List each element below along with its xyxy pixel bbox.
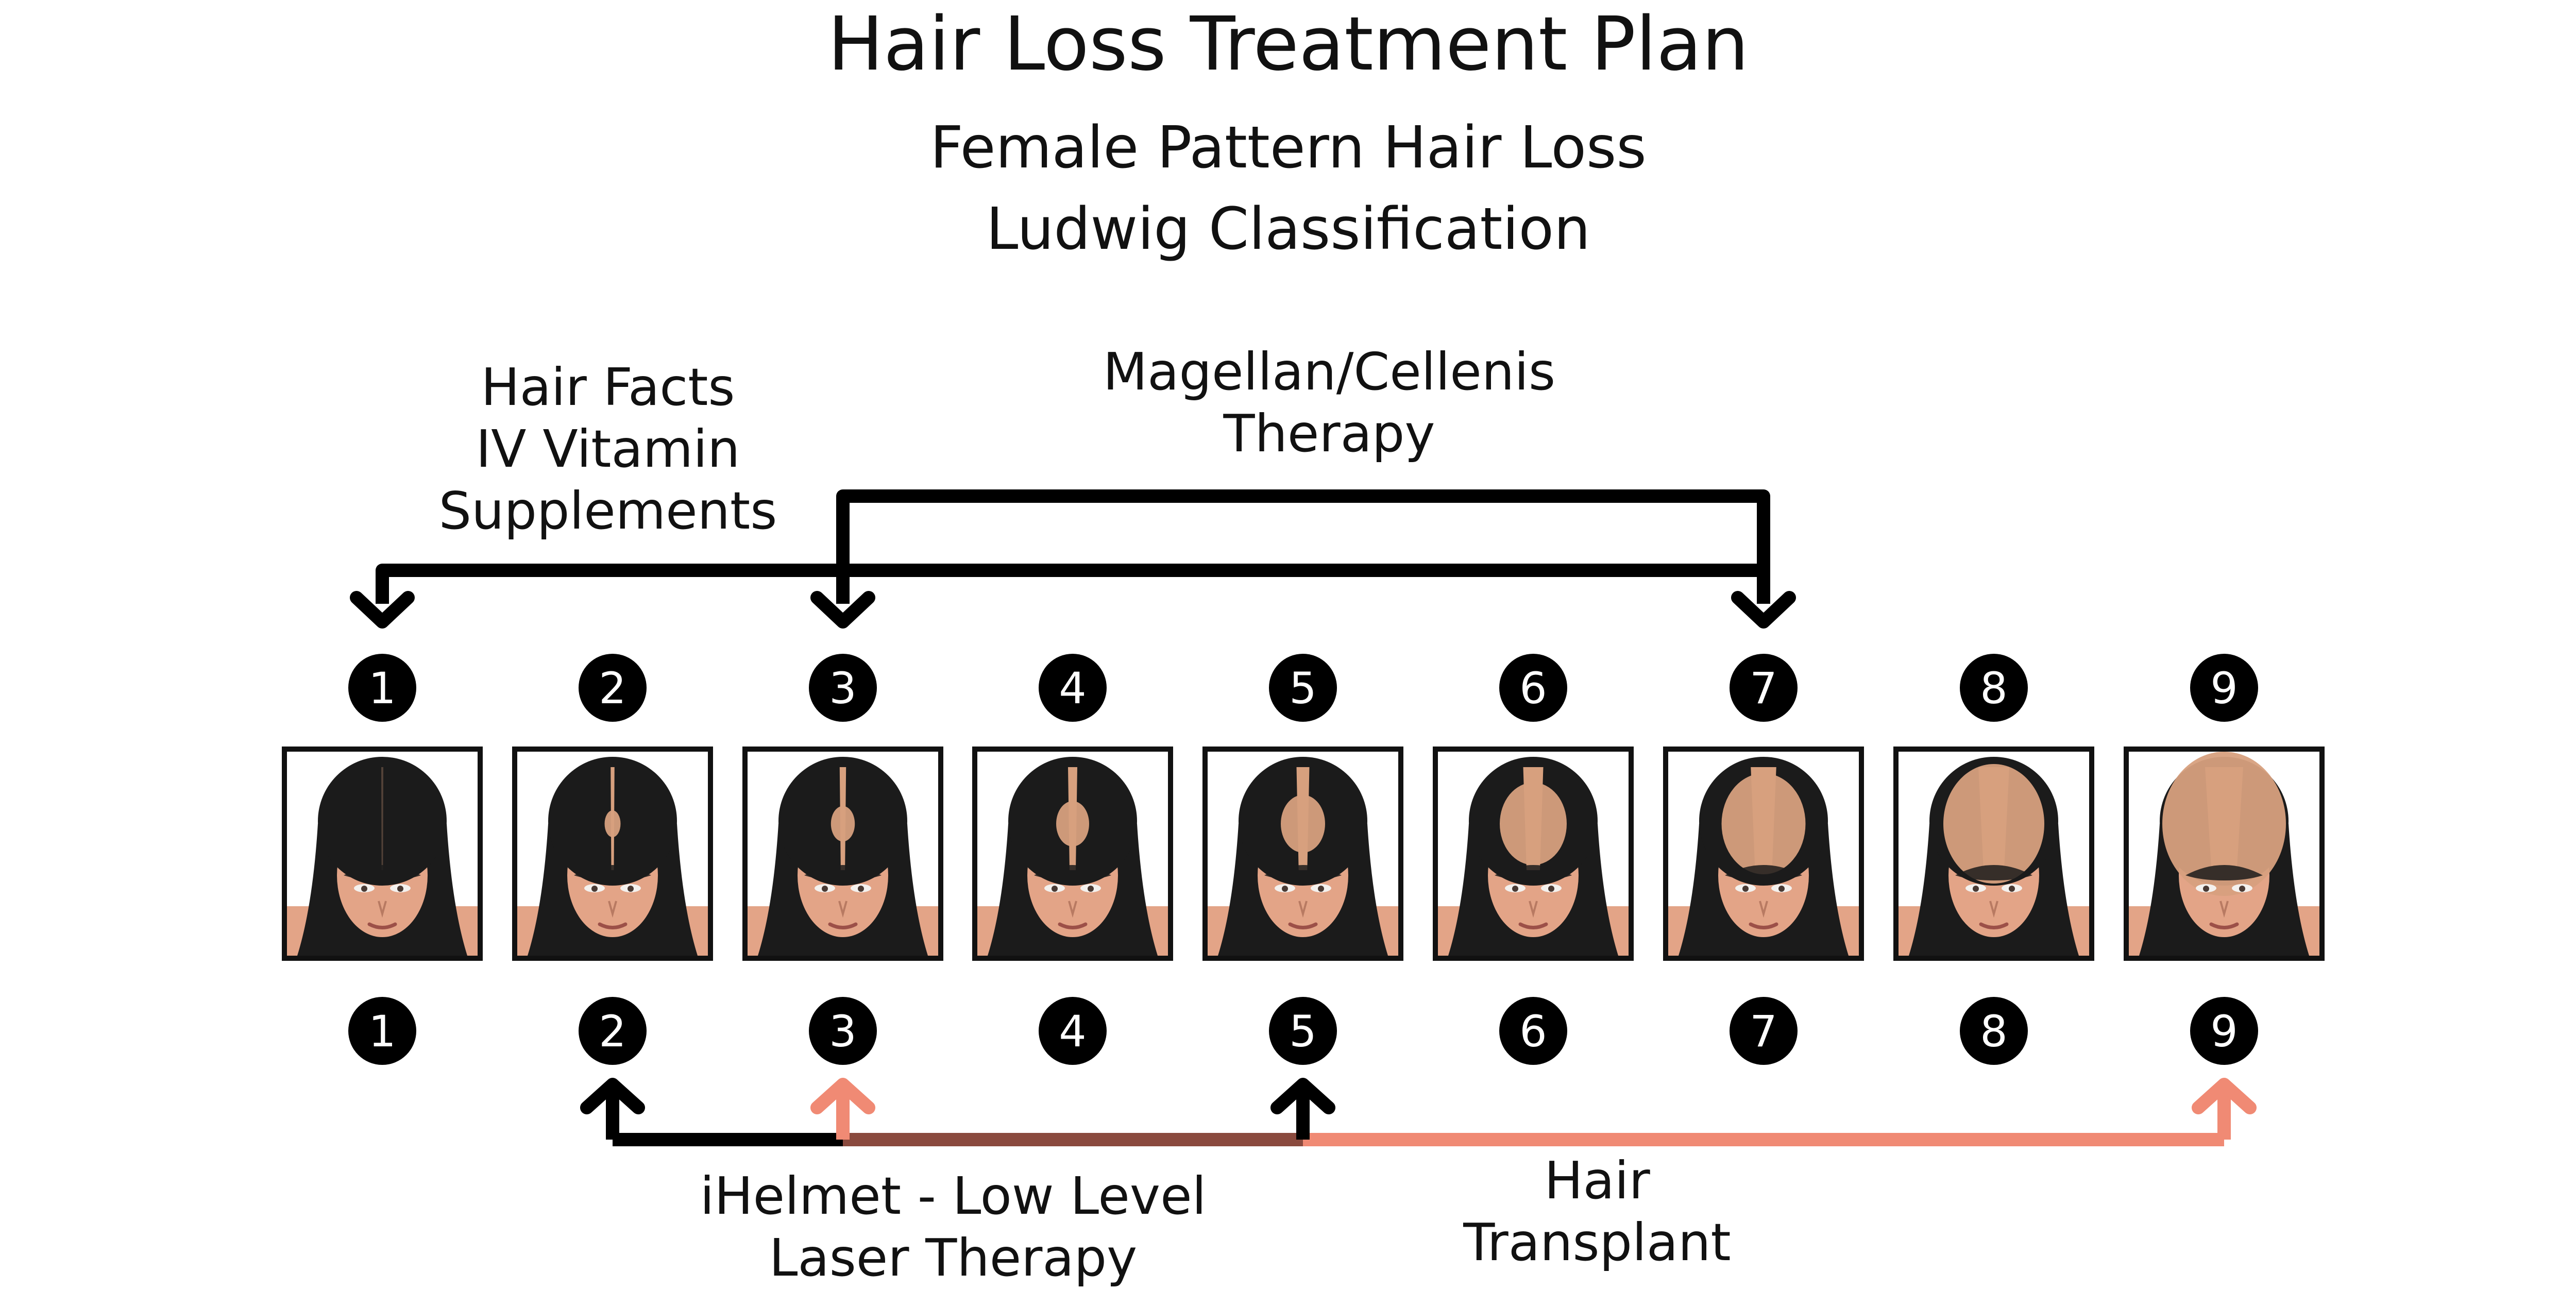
stage-number: 4 [1059,663,1086,714]
stage-number: 6 [1519,1006,1547,1057]
stage-badge-top [579,654,647,722]
stage-badge-top [1960,654,2028,722]
subtitle-pattern: Female Pattern Hair Loss [930,114,1647,181]
treatment-label-line: iHelmet - Low Level [700,1166,1207,1226]
stage-illustration [512,747,713,961]
treatment-label-vitamins: Hair Facts IV Vitamin Supplements [402,357,814,542]
stage-badge-top [1039,654,1107,722]
treatment-label-line: Hair Facts [481,357,735,417]
head-illustration [517,757,708,956]
treatment-label-line: Therapy [1223,403,1435,464]
stage-badge-bottom [1269,997,1337,1065]
treatment-label-ihelmet: iHelmet - Low Level Laser Therapy [670,1165,1236,1289]
stage-number: 6 [1519,663,1547,714]
stage-badge-bottom [1499,997,1567,1065]
head-illustration [1208,757,1398,956]
stage-number: 9 [2210,1006,2238,1057]
stage-number: 5 [1289,1006,1316,1057]
stage-number: 2 [599,663,626,714]
up-arrow-icon [810,1078,875,1114]
stage-number: 3 [829,1006,856,1057]
head-illustration [748,757,938,956]
treatment-label-line: Laser Therapy [769,1228,1138,1288]
stage-badge-top [2190,654,2258,722]
treatment-label-line: IV Vitamin [476,419,740,479]
treatment-label-transplant: Hair Transplant [1391,1150,1803,1274]
stage-badge-top [348,654,416,722]
stage-badge-bottom [579,997,647,1065]
stage-badge-bottom [1960,997,2028,1065]
stage-badge-top [1499,654,1567,722]
head-illustration [2129,752,2319,956]
stage-illustration [1433,747,1634,961]
up-arrow-icon [580,1078,645,1114]
stage-badge-bottom [809,997,877,1065]
stage-number: 8 [1980,1006,2007,1057]
stage-number: 1 [368,1006,396,1057]
stage-illustration [972,747,1173,961]
stage-number: 7 [1750,663,1777,714]
stage-illustration [1893,747,2094,961]
up-arrow-icon [1270,1078,1335,1114]
stage-badge-top [809,654,877,722]
treatment-label-line: Transplant [1463,1212,1731,1273]
stage-badge-top [1730,654,1798,722]
page-title: Hair Loss Treatment Plan [827,1,1749,87]
head-illustration [287,757,478,956]
stage-illustration [1663,747,1864,961]
stage-illustration [1202,747,1403,961]
vitamins-connector [376,564,1770,604]
magellan-connector [836,489,1770,604]
treatment-label-line: Hair [1544,1150,1650,1211]
head-illustration [977,757,1168,956]
head-illustration [1438,757,1629,956]
stage-number: 2 [599,1006,626,1057]
stage-badge-bottom [2190,997,2258,1065]
treatment-label-line: Magellan/Cellenis [1103,342,1556,402]
down-arrow-icon [810,591,875,629]
head-illustration [1899,757,2089,956]
stage-number: 8 [1980,663,2007,714]
stage-badge-top [1269,654,1337,722]
stage-number: 1 [368,663,396,714]
stage-badge-bottom [1730,997,1798,1065]
treatment-label-magellan: Magellan/Cellenis Therapy [1072,341,1587,465]
treatment-label-line: Supplements [438,481,777,541]
stage-illustration [282,747,483,961]
stage-number: 4 [1059,1006,1086,1057]
stage-number: 9 [2210,663,2238,714]
down-arrow-icon [350,591,415,629]
stage-number: 5 [1289,663,1316,714]
stage-badge-bottom [348,997,416,1065]
stage-badge-bottom [1039,997,1107,1065]
stage-number: 7 [1750,1006,1777,1057]
up-arrow-icon [2192,1078,2257,1114]
stage-illustration [2124,747,2325,961]
stage-number: 3 [829,663,856,714]
subtitle-classification: Ludwig Classification [986,196,1590,263]
down-arrow-icon [1731,591,1796,629]
stage-illustration [742,747,943,961]
head-illustration [1668,757,1859,956]
